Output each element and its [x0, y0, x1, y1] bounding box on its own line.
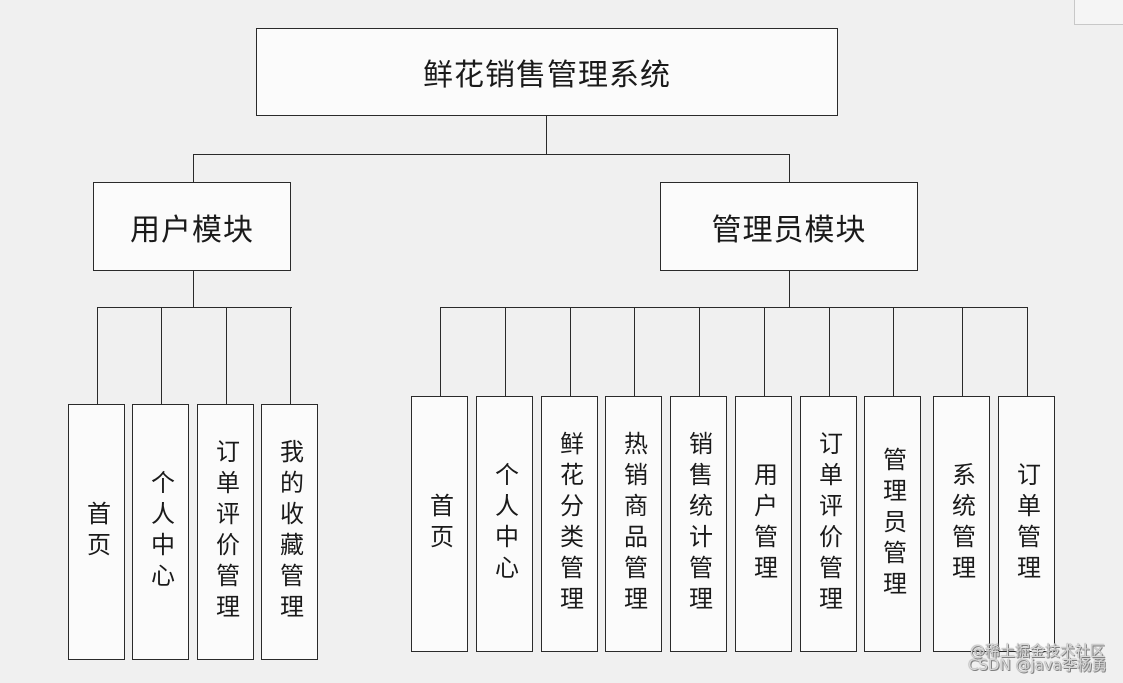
module-0-up-connector — [193, 154, 194, 182]
module-0-item-0-connector — [97, 307, 98, 404]
watermark-line2: CSDN @java李杨勇 — [968, 656, 1107, 674]
module-1-item-1-connector — [505, 307, 506, 396]
module-0-item-3: 我的收藏管理 — [261, 404, 318, 660]
module-1-item-3-label: 热销商品管理 — [619, 431, 648, 617]
module-1-item-7-connector — [893, 307, 894, 396]
module-0-item-1-label: 个人中心 — [146, 470, 175, 594]
module-node-1-label: 管理员模块 — [711, 212, 867, 248]
module-1-item-7: 管理员管理 — [864, 396, 921, 652]
module-0-item-2: 订单评价管理 — [197, 404, 254, 660]
module-1-item-4-connector — [699, 307, 700, 396]
root-node-label: 鲜花销售管理系统 — [423, 58, 671, 93]
module-1-item-6-label: 订单评价管理 — [814, 431, 843, 617]
module-node-1: 管理员模块 — [660, 182, 918, 271]
module-1-item-8: 系统管理 — [933, 396, 990, 652]
level1-bus — [193, 154, 790, 155]
module-0-item-1-connector — [161, 307, 162, 404]
module-node-0: 用户模块 — [93, 182, 291, 271]
module-0-item-3-label: 我的收藏管理 — [275, 439, 304, 625]
module-1-item-3-connector — [634, 307, 635, 396]
module-1-item-0-label: 首页 — [425, 493, 454, 555]
module-1-item-4: 销售统计管理 — [670, 396, 727, 652]
module-0-item-2-connector — [226, 307, 227, 404]
module-1-item-8-connector — [962, 307, 963, 396]
module-1-item-5-connector — [764, 307, 765, 396]
module-1-item-2: 鲜花分类管理 — [541, 396, 598, 652]
module-1-children-bus — [440, 307, 1028, 308]
module-1-item-9-label: 订单管理 — [1012, 462, 1041, 586]
root-connector — [546, 116, 547, 154]
module-0-children-bus — [97, 307, 292, 308]
module-1-item-0-connector — [440, 307, 441, 396]
module-1-item-1-label: 个人中心 — [490, 462, 519, 586]
window-corner — [1074, 0, 1123, 25]
module-1-item-0: 首页 — [411, 396, 468, 652]
module-0-item-0: 首页 — [68, 404, 125, 660]
module-1-up-connector — [789, 154, 790, 182]
module-1-item-9-connector — [1027, 307, 1028, 396]
module-1-item-2-connector — [570, 307, 571, 396]
module-1-item-1: 个人中心 — [476, 396, 533, 652]
module-0-down-connector — [193, 271, 194, 307]
module-1-item-7-label: 管理员管理 — [878, 446, 907, 602]
module-1-item-8-label: 系统管理 — [947, 462, 976, 586]
module-0-item-1: 个人中心 — [132, 404, 189, 660]
module-1-item-4-label: 销售统计管理 — [684, 431, 713, 617]
module-1-item-5: 用户管理 — [735, 396, 792, 652]
watermark-line1: @稀土掘金技术社区 — [969, 642, 1105, 660]
root-node: 鲜花销售管理系统 — [256, 28, 838, 116]
module-1-down-connector — [789, 271, 790, 307]
module-0-item-2-label: 订单评价管理 — [211, 439, 240, 625]
module-node-0-label: 用户模块 — [130, 212, 254, 248]
module-1-item-3: 热销商品管理 — [605, 396, 662, 652]
module-1-item-9: 订单管理 — [998, 396, 1055, 652]
module-1-item-5-label: 用户管理 — [749, 462, 778, 586]
module-0-item-3-connector — [290, 307, 291, 404]
module-0-item-0-label: 首页 — [82, 501, 111, 563]
module-1-item-6: 订单评价管理 — [800, 396, 857, 652]
module-1-item-2-label: 鲜花分类管理 — [555, 431, 584, 617]
module-1-item-6-connector — [829, 307, 830, 396]
